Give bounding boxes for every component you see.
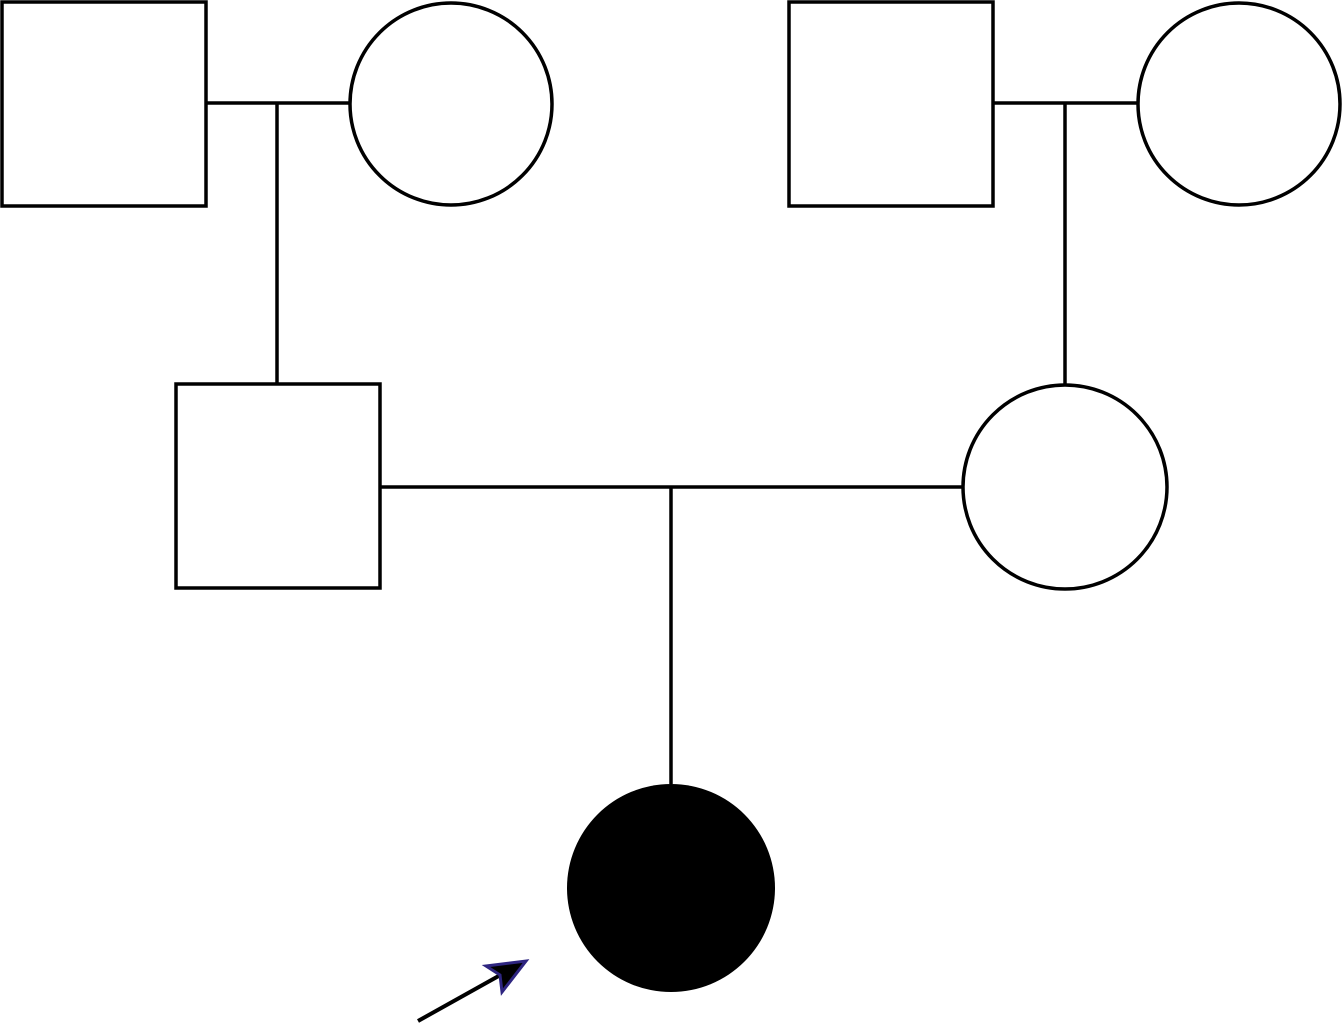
maternal-grandmother-circle: [1136, 1, 1342, 207]
paternal-grandfather-square: [0, 0, 208, 208]
proband-arrow-icon: [417, 959, 530, 1023]
mother-circle: [961, 383, 1169, 591]
paternal-grandmother-circle: [348, 1, 554, 207]
father-square: [174, 382, 382, 590]
maternal-grandfather-square: [787, 0, 995, 208]
proband-affected-circle: [567, 784, 775, 992]
